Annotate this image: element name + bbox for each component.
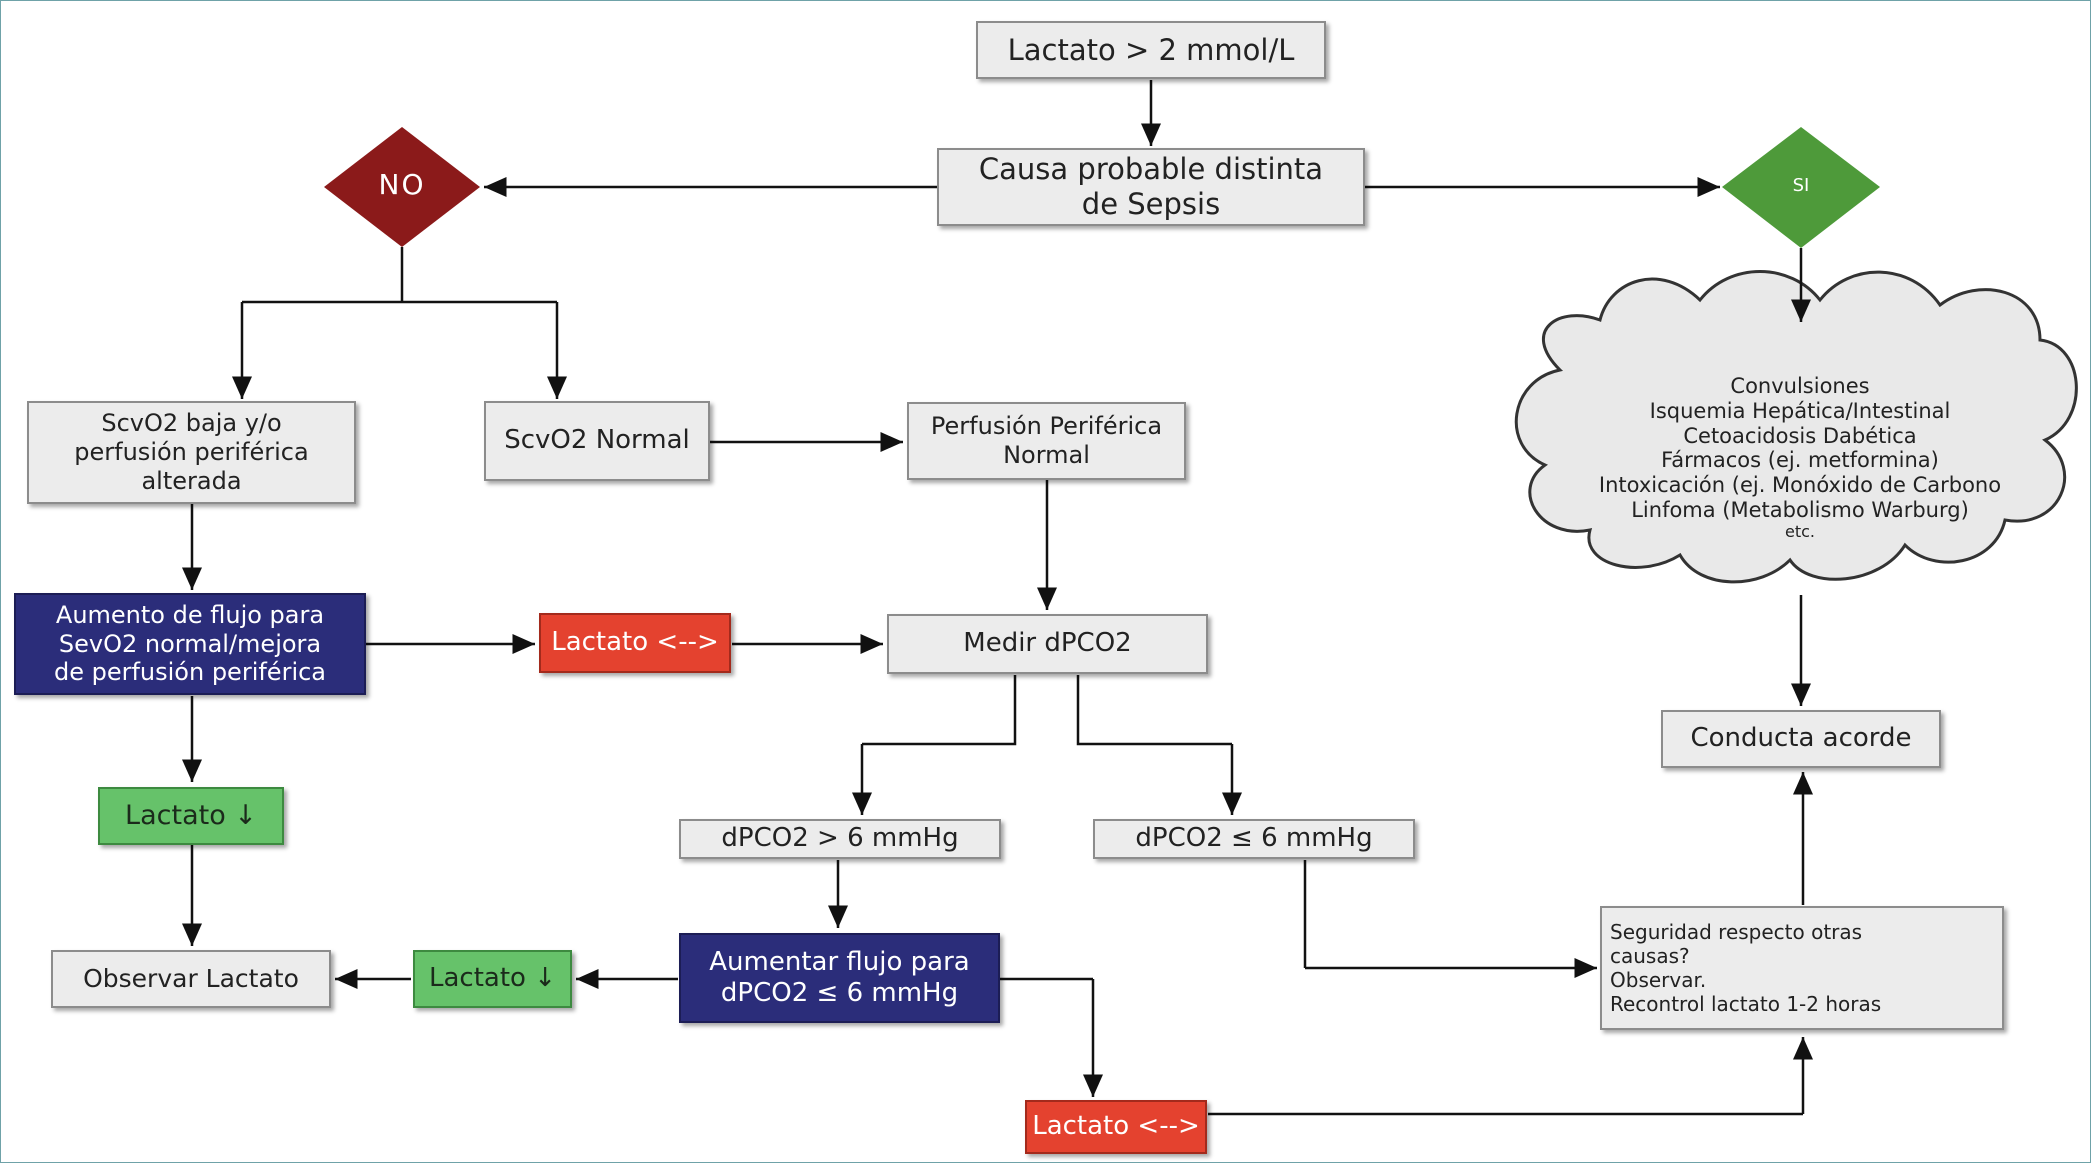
seguridad-line-3: Observar. (1610, 968, 1707, 992)
scvo2-baja-line-1: ScvO2 baja y/o (101, 409, 282, 438)
lactato-igual-box-1: Lactato <--> (539, 613, 731, 673)
seguridad-line-1: Seguridad respecto otras (1610, 920, 1863, 944)
dpco2-menor-text: dPCO2 ≤ 6 mmHg (1135, 823, 1373, 854)
scvo2-normal-box: ScvO2 Normal (484, 401, 710, 481)
lactato-igual-text-2: Lactato <--> (1032, 1111, 1200, 1142)
aumento-flujo-line-2: SevO2 normal/mejora (58, 629, 322, 658)
no-diamond-label: NO (378, 168, 426, 201)
observar-lactato-text: Observar Lactato (83, 964, 299, 993)
scvo2-baja-line-2: perfusión periférica (74, 438, 309, 467)
no-diamond (324, 127, 480, 247)
dpco2-mayor-text: dPCO2 > 6 mmHg (721, 823, 959, 854)
no-branch-split (242, 247, 557, 304)
si-diamond-label: SI (1792, 175, 1810, 196)
medir-dpco2-box: Medir dPCO2 (887, 614, 1208, 674)
conducta-acorde-text: Conducta acorde (1690, 723, 1912, 754)
lactato-igual-box-2: Lactato <--> (1025, 1100, 1207, 1154)
aumento-flujo-line-3: de perfusión periférica (53, 658, 327, 687)
perfusion-normal-line-1: Perfusión Periférica (930, 412, 1163, 441)
cloud-line-1: Convulsiones (1730, 374, 1870, 398)
seguridad-line-4: Recontrol lactato 1-2 horas (1610, 992, 1882, 1016)
cloud-line-4: Fármacos (ej. metformina) (1661, 448, 1939, 473)
seguridad-box: Seguridad respecto otras causas? Observa… (1600, 906, 2004, 1030)
aumento-flujo-box: Aumento de flujo para SevO2 normal/mejor… (14, 593, 366, 695)
medir-split-left (862, 675, 1017, 746)
observar-lactato-box: Observar Lactato (51, 950, 331, 1008)
perfusion-normal-box: Perfusión Periférica Normal (907, 402, 1186, 480)
cloud-shape (1514, 270, 2078, 584)
causa-probable-box: Causa probable distinta de Sepsis (937, 148, 1365, 226)
lactato-baja-box-2: Lactato ↓ (413, 950, 572, 1008)
scvo2-baja-box: ScvO2 baja y/o perfusión periférica alte… (27, 401, 356, 504)
causa-line-1: Causa probable distinta (978, 152, 1324, 187)
lactato-igual-text-1: Lactato <--> (551, 627, 719, 658)
cloud-line-3: Cetoacidosis Dabética (1683, 423, 1917, 448)
cloud-causes-list: Convulsiones Isquemia Hepática/Intestina… (1560, 374, 2040, 541)
aumentar-flujo-line-1: Aumentar flujo para (709, 946, 970, 977)
cloud-line-2: Isquemia Hepática/Intestinal (1649, 398, 1951, 423)
conducta-acorde-box: Conducta acorde (1661, 710, 1941, 768)
lactato-initial-text: Lactato > 2 mmol/L (1007, 32, 1295, 67)
causa-line-2: de Sepsis (1081, 187, 1221, 221)
lactato-baja-box-1: Lactato ↓ (98, 787, 284, 845)
dpco2-menor-box: dPCO2 ≤ 6 mmHg (1093, 819, 1415, 859)
cloud-line-5: Intoxicación (ej. Monóxido de Carbono (1598, 473, 2002, 498)
aumentar-flujo-line-2: dPCO2 ≤ 6 mmHg (720, 978, 959, 1008)
aumentar-flujo-box: Aumentar flujo para dPCO2 ≤ 6 mmHg (679, 933, 1000, 1023)
cloud-line-6: Linfoma (Metabolismo Warburg) (1631, 497, 1969, 522)
lactato-baja-text-2: Lactato ↓ (429, 963, 556, 994)
seguridad-line-2: causas? (1610, 944, 1690, 968)
lactato-baja-text-1: Lactato ↓ (125, 799, 257, 831)
medir-dpco2-text: Medir dPCO2 (963, 628, 1132, 659)
dpco2-mayor-box: dPCO2 > 6 mmHg (679, 819, 1001, 859)
scvo2-baja-line-3: alterada (141, 466, 242, 495)
cloud-line-7: etc. (1785, 521, 1815, 541)
lactato-initial-box: Lactato > 2 mmol/L (976, 21, 1326, 79)
si-diamond (1722, 127, 1880, 248)
perfusion-normal-line-2: Normal (1003, 441, 1090, 469)
scvo2-normal-text: ScvO2 Normal (504, 425, 690, 456)
medir-split-right (1076, 675, 1232, 746)
aumento-flujo-line-1: Aumento de flujo para (55, 600, 325, 629)
